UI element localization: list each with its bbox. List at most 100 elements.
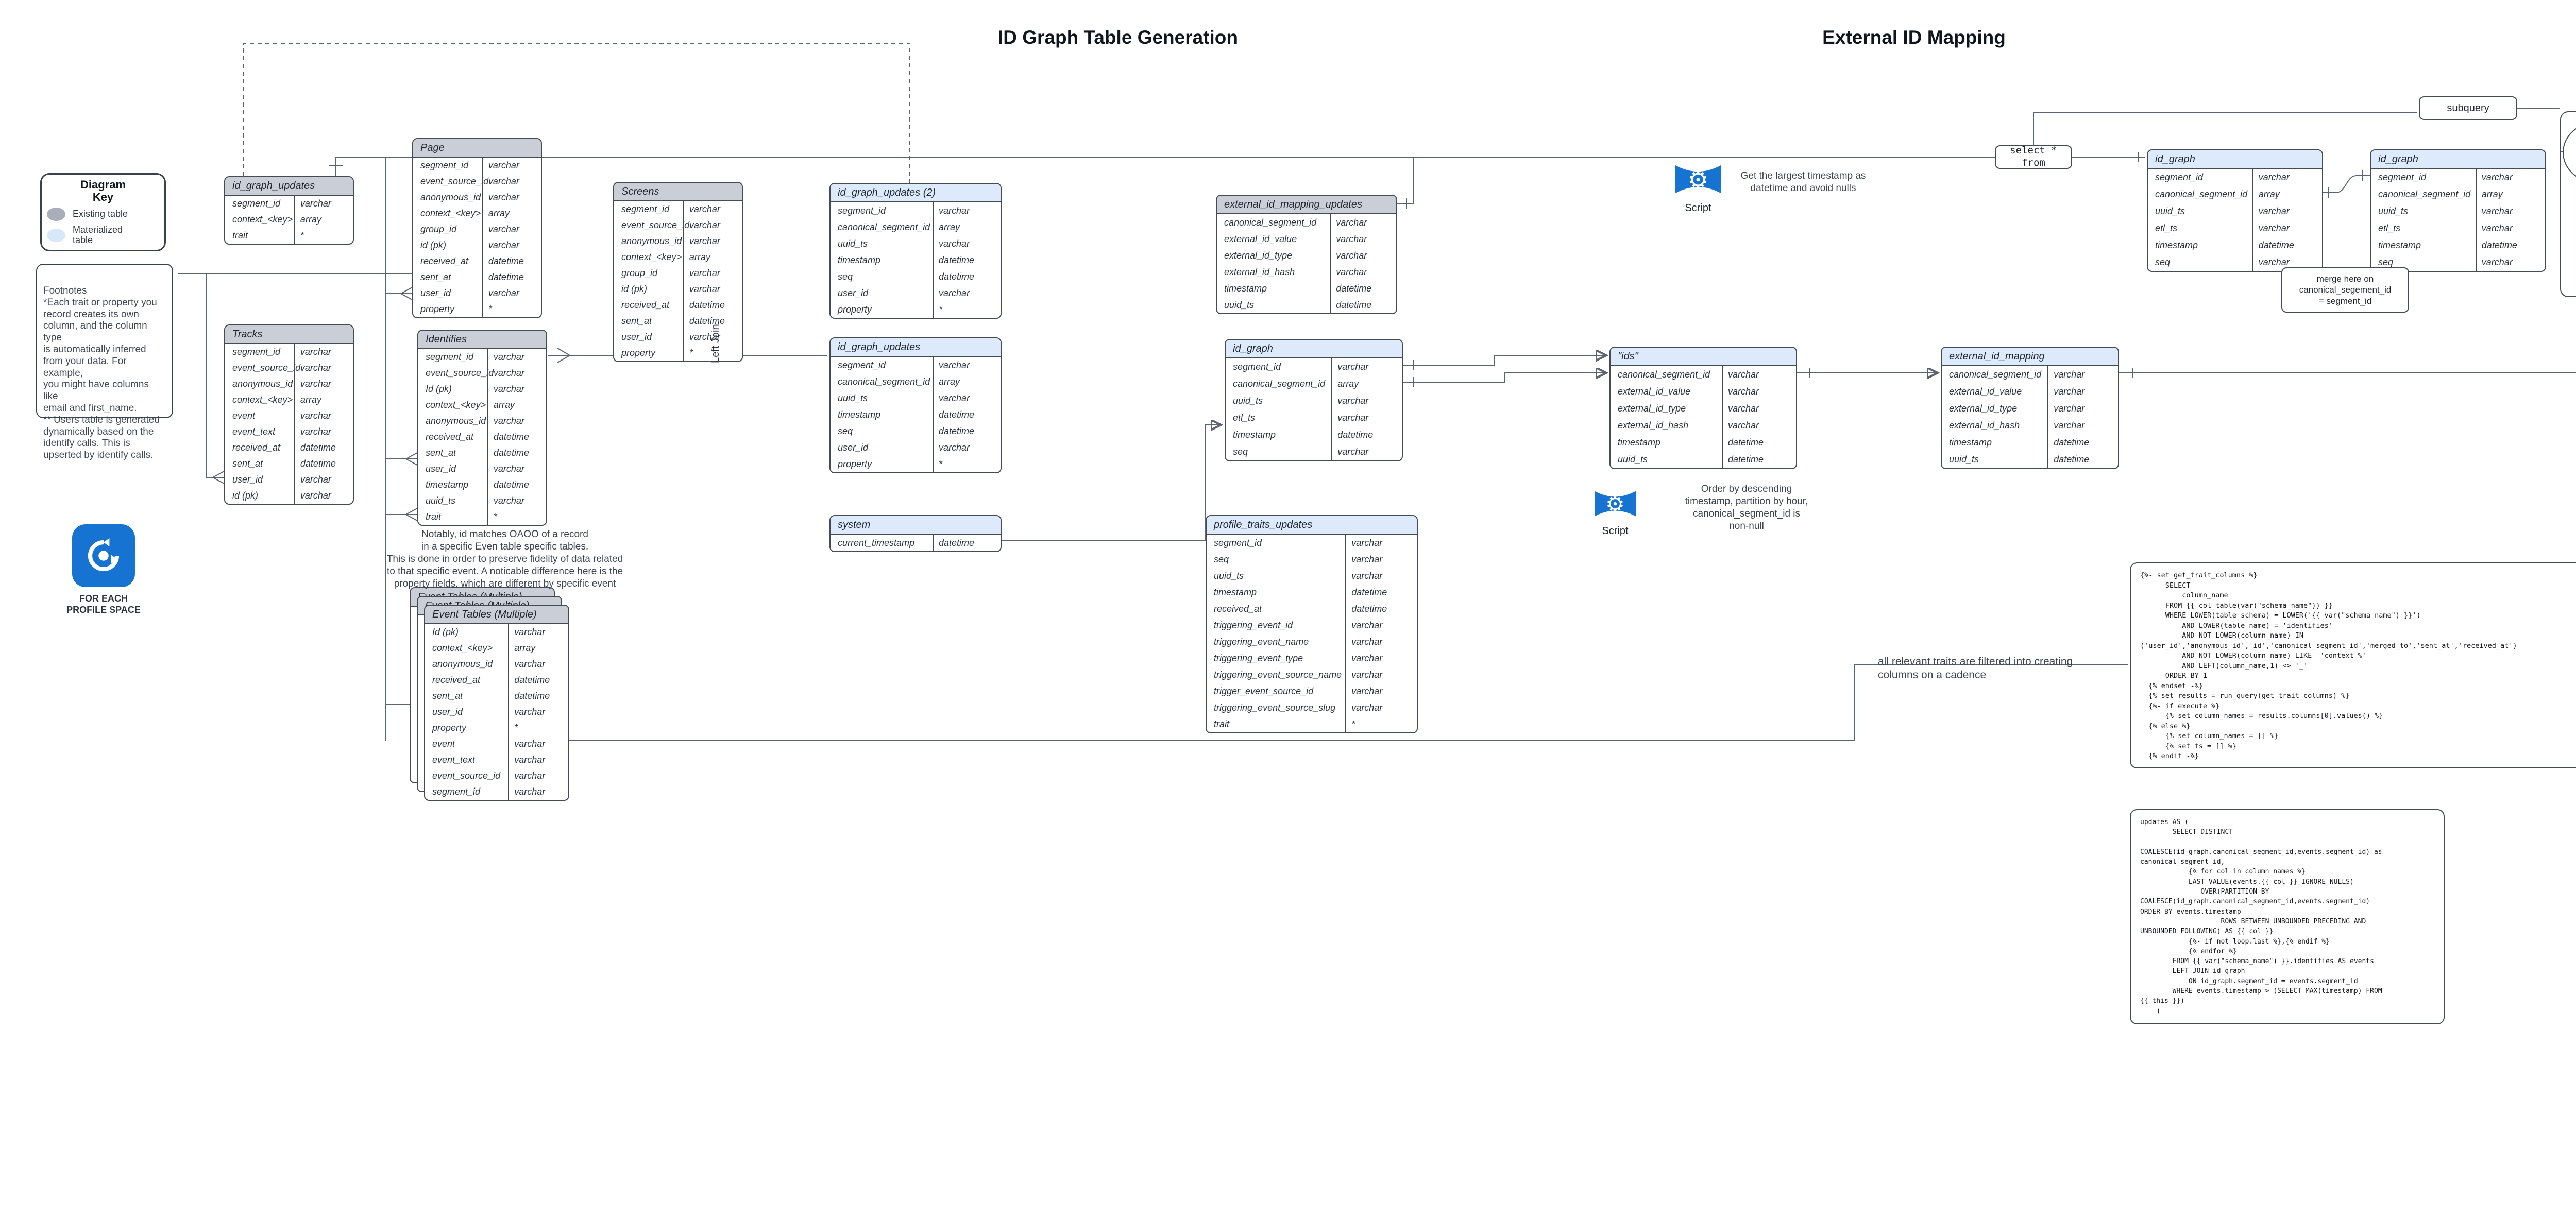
field-name: received_at: [232, 442, 281, 453]
field-type: varchar: [1722, 400, 1796, 417]
box-subquery[interactable]: subquery: [2419, 96, 2517, 120]
field-type: array: [933, 219, 1001, 235]
field-type: varchar: [1330, 247, 1396, 264]
field-type: *: [487, 509, 546, 525]
field-type: varchar: [2047, 383, 2118, 400]
field-name: external_id_value: [1224, 233, 1297, 244]
field-type: datetime: [508, 688, 568, 704]
field-name: group_id: [621, 268, 658, 279]
table-title: id_graph: [2148, 150, 2322, 169]
field-name: user_id: [426, 464, 456, 474]
field-type: varchar: [1345, 666, 1417, 683]
box-select-from[interactable]: select * from: [1995, 145, 2072, 169]
table-title: Event Tables (Multiple): [425, 606, 568, 624]
field-type: datetime: [933, 406, 1001, 423]
field-name: segment_id: [838, 205, 886, 216]
table-row: trait*: [225, 228, 353, 244]
for-each-profile-space-icon[interactable]: [72, 524, 135, 587]
field-name: uuid_ts: [426, 495, 456, 506]
table-row: property*: [831, 456, 1001, 472]
field-name: uuid_ts: [1618, 454, 1648, 465]
field-type: varchar: [1722, 366, 1796, 383]
field-name: external_id_type: [1949, 403, 2018, 414]
code-block-jinja-trait-columns: {%- set get_trait_columns %} SELECT colu…: [2130, 562, 2576, 768]
field-type: varchar: [294, 344, 353, 360]
field-type: *: [508, 720, 568, 736]
field-name: canonical_segment_id: [838, 376, 930, 387]
table-title: Identifies: [418, 331, 546, 349]
field-type: varchar: [508, 624, 568, 640]
connector-dashed-loop: [243, 43, 910, 183]
field-name: etl_ts: [1233, 413, 1256, 423]
table-title: Page: [413, 139, 541, 158]
field-name: uuid_ts: [1214, 570, 1244, 581]
field-type: varchar: [487, 365, 546, 381]
code-block-jinja-updates: updates AS ( SELECT DISTINCT COALESCE(id…: [2130, 809, 2445, 1024]
legend-item-materialized: Materialized table: [47, 225, 159, 246]
for-each-profile-space-label: FOR EACH PROFILE SPACE: [66, 593, 141, 615]
field-name: user_id: [838, 287, 869, 298]
note-traits-filter-note: all relevant traits are filtered into cr…: [1878, 656, 2073, 681]
field-name: sent_at: [621, 316, 652, 327]
legend-item-existing: Existing table: [47, 208, 159, 221]
field-name: timestamp: [1214, 587, 1257, 597]
field-type: varchar: [508, 736, 568, 752]
note-identifies-note: Notably, id matches OAOO of a record in …: [386, 529, 623, 589]
script-icon[interactable]: ⚙: [1675, 158, 1721, 200]
field-type: varchar: [482, 190, 541, 205]
field-name: etl_ts: [2378, 223, 2401, 234]
note-largest-ts-note: Get the largest timestamp as datetime an…: [1740, 170, 1866, 194]
field-name: timestamp: [838, 254, 881, 265]
table-row: context_<key>array: [614, 249, 742, 265]
section-title-external-id-mapping: External ID Mapping: [1822, 27, 2006, 48]
field-type: datetime: [933, 423, 1001, 439]
field-type: datetime: [1345, 584, 1417, 601]
script-icon[interactable]: ⚙: [1595, 484, 1636, 523]
box-merge-note[interactable]: merge here on canonical_segement_id = se…: [2281, 267, 2409, 313]
field-type: varchar: [294, 488, 353, 504]
field-name: external_id_type: [1224, 250, 1293, 261]
field-name: external_id_hash: [1949, 420, 2020, 431]
table-row: context_<key>array: [425, 640, 568, 656]
field-type: varchar: [1330, 214, 1396, 231]
field-name: external_id_hash: [1618, 420, 1689, 431]
field-type: varchar: [294, 472, 353, 488]
field-name: triggering_event_name: [1214, 636, 1309, 647]
